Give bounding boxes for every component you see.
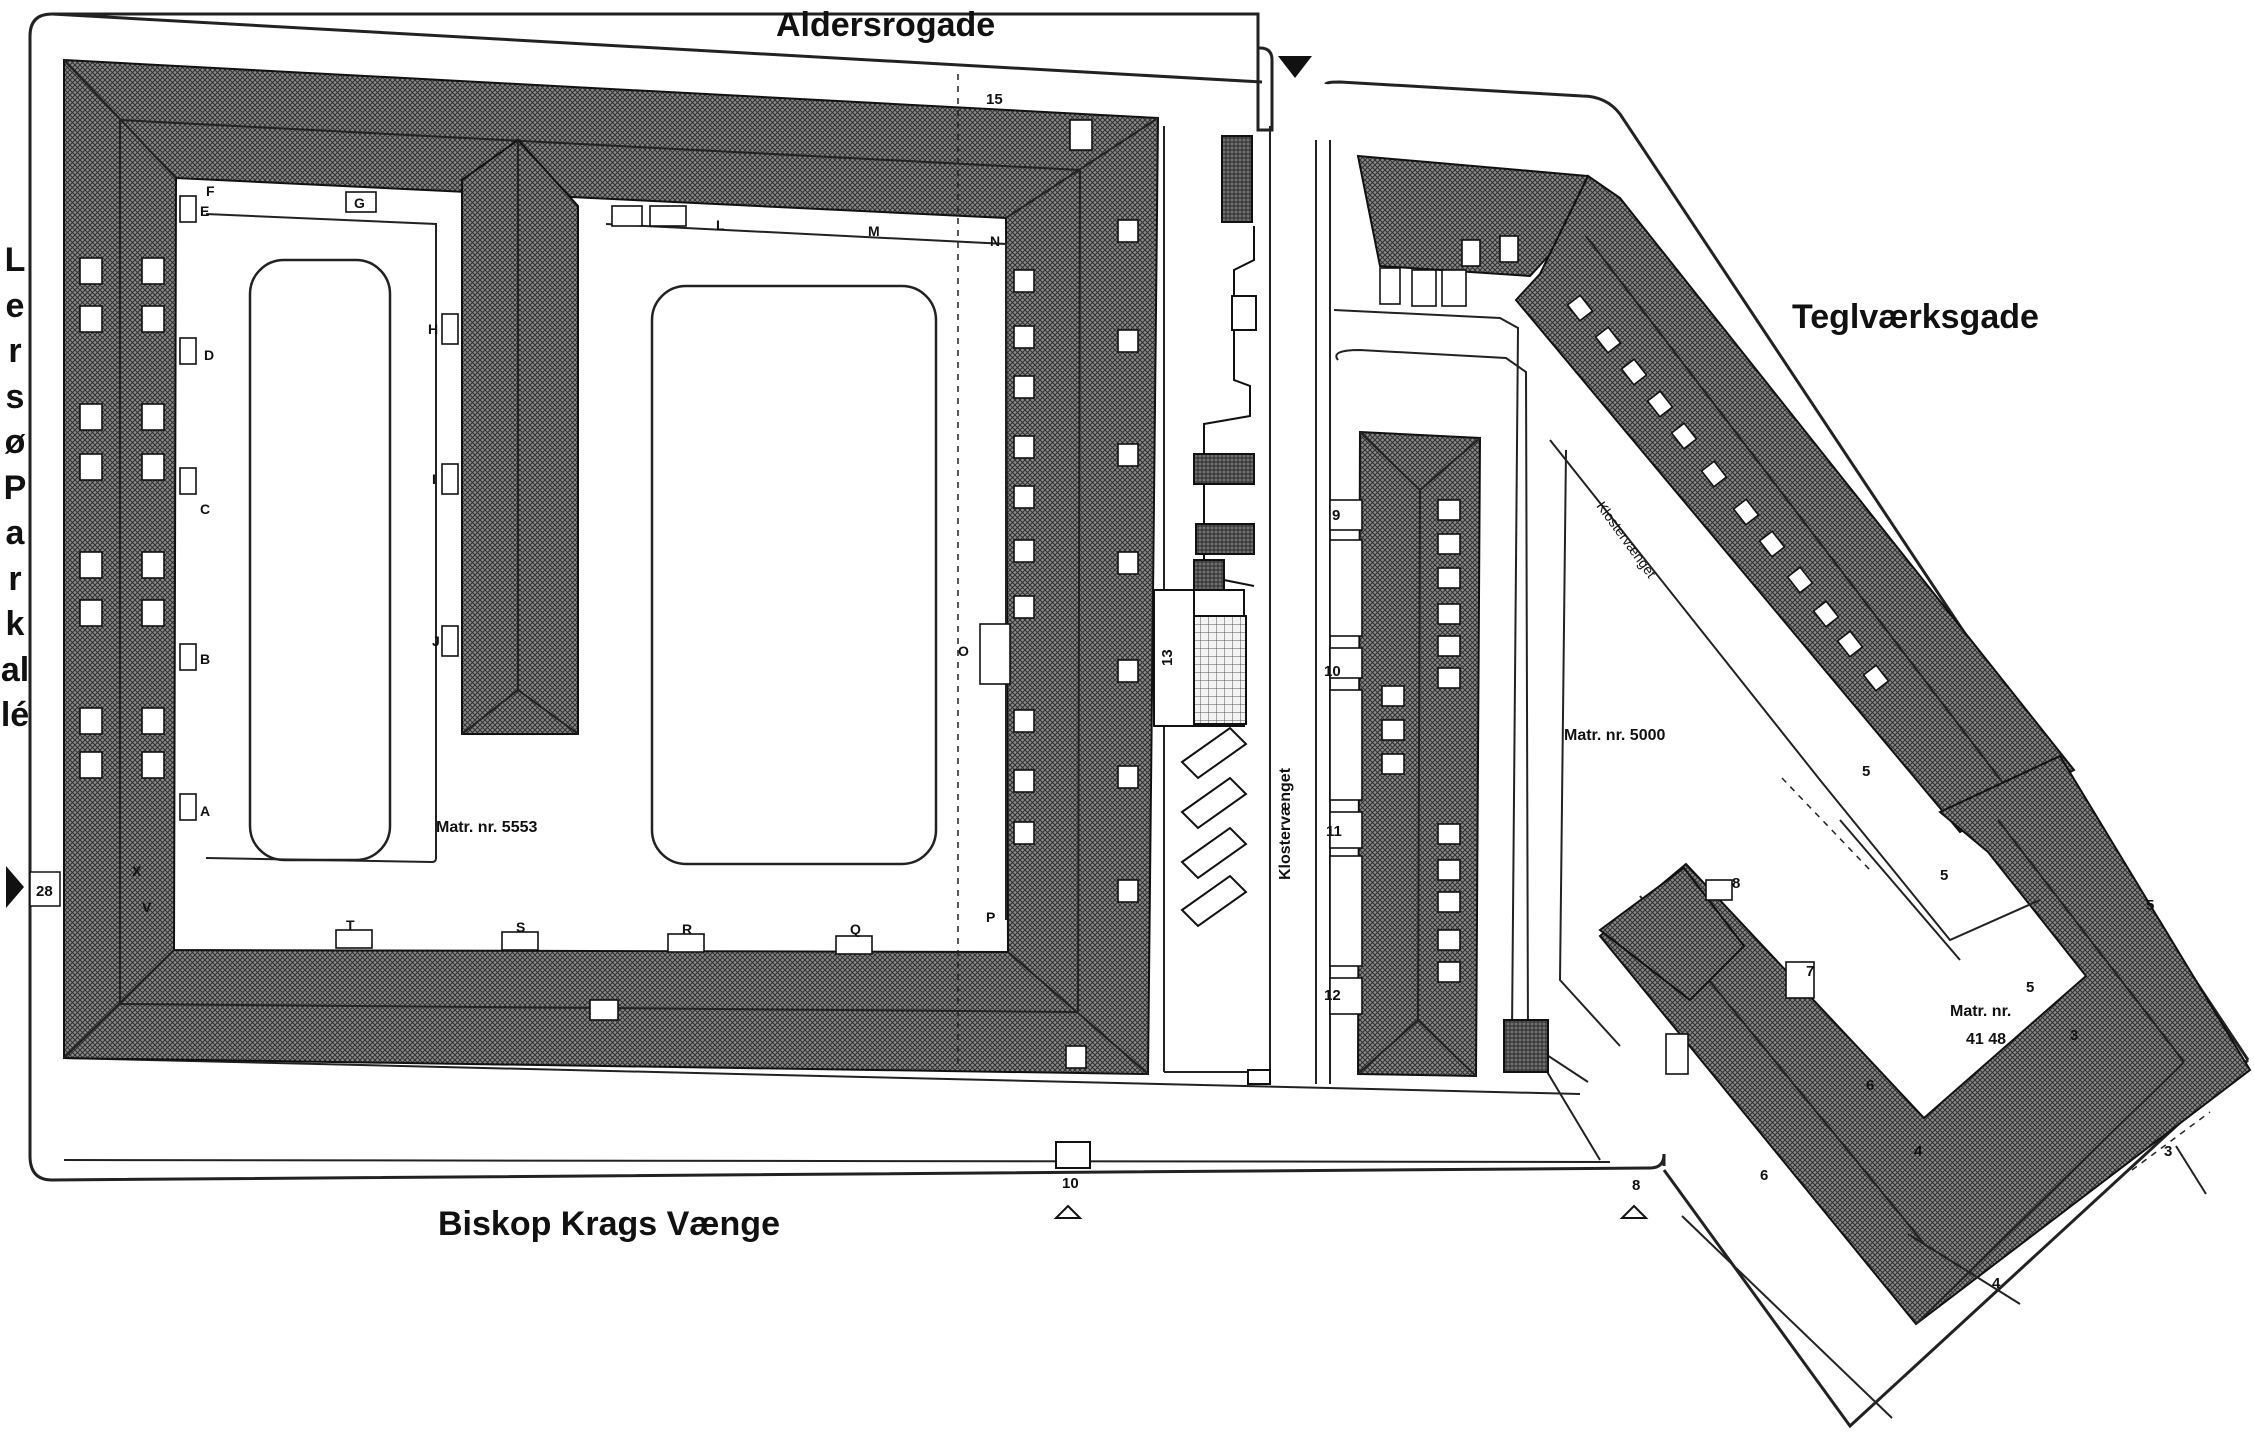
- lane-shed: [1503, 1019, 1549, 1073]
- number-5d: 5: [2026, 979, 2034, 996]
- number-12: 12: [1324, 987, 1341, 1004]
- klostervaenget-bays: [1329, 499, 1461, 1015]
- entrance-letter-m: M: [868, 223, 880, 239]
- number-4a: 4: [1914, 1143, 1923, 1160]
- number-9: 9: [1332, 507, 1340, 524]
- east-property-lines: [1549, 439, 2207, 1419]
- property-outline: [28, 12, 1666, 1182]
- street-label-lersoe-parkalle: Lersø Parkallé: [0, 241, 30, 734]
- number-11: 11: [1326, 823, 1342, 840]
- matr-4148-building: [1598, 754, 2252, 1326]
- street-label-aldersrogade: Aldersrogade: [776, 6, 996, 44]
- entrance-letter-j: J: [432, 633, 440, 649]
- entrance-letter-c: C: [200, 501, 210, 517]
- entrance-letter-s: S: [516, 919, 525, 935]
- entrance-letter-a: A: [200, 803, 210, 819]
- lane-structures: [1153, 135, 1271, 1085]
- entrance-letter-g: G: [354, 195, 365, 211]
- south-marker-10: [1053, 1204, 1083, 1219]
- entrance-letter-t: T: [346, 917, 355, 933]
- street-label-biskop-krags-vaenge: Biskop Krags Vænge: [438, 1205, 780, 1243]
- south-marker-8: [1619, 1204, 1649, 1219]
- entrance-letter-f: F: [206, 183, 215, 199]
- entrance-letter-h: H: [428, 321, 438, 337]
- number-8-east: 8: [1732, 875, 1740, 892]
- number-6a: 6: [1866, 1077, 1874, 1094]
- walkway-label-vertical: Klostervænget: [1277, 767, 1294, 880]
- entrance-letter-x: X: [132, 863, 142, 879]
- entrance-letter-b: B: [200, 651, 210, 667]
- entrance-letters: A B C D EF G H I J L M N O P Q R S T V X: [132, 183, 1000, 937]
- diagonal-wing: [1598, 866, 1746, 1002]
- number-8-south: 8: [1632, 1177, 1640, 1194]
- number-3b: 3: [2164, 1143, 2172, 1160]
- street-label-teglvaerksgade: Teglværksgade: [1792, 298, 2039, 336]
- entrance-letter-p: P: [986, 909, 995, 925]
- lot-label-4148-line1: Matr. nr.: [1950, 1003, 2011, 1020]
- lot-boundaries: [957, 74, 2211, 1171]
- entrance-letter-r: R: [682, 921, 692, 937]
- number-10b: 10: [1324, 663, 1341, 680]
- number-28: 28: [36, 883, 53, 900]
- lot-label-5553: Matr. nr. 5553: [436, 819, 537, 836]
- north-entrance-marker: [1278, 56, 1312, 78]
- number-3a: 3: [2070, 1027, 2078, 1044]
- number-7: 7: [1806, 963, 1814, 980]
- courtyards: [205, 213, 1007, 940]
- entrance-letter-n: N: [990, 233, 1000, 249]
- gate-10: [1055, 1141, 1091, 1169]
- lot-label-5000: Matr. nr. 5000: [1564, 727, 1665, 744]
- west-block-outline: [52, 12, 1274, 132]
- number-4b: 4: [1992, 1275, 2001, 1292]
- middle-wing-roof: [461, 138, 579, 735]
- entrance-letter-d: D: [204, 347, 214, 363]
- teglvaerksgade-dormers: [1566, 294, 1890, 692]
- dormers: [79, 119, 1139, 1069]
- number-5a: 5: [1862, 763, 1870, 780]
- number-5b: 5: [1940, 867, 1948, 884]
- entrance-letter-i: I: [432, 471, 436, 487]
- walkway-label-diagonal: Klostervænget: [1594, 498, 1660, 581]
- entrance-letter-l: L: [716, 217, 725, 233]
- entrance-letter-q: Q: [850, 921, 861, 937]
- number-5c: 5: [2146, 897, 2154, 914]
- gate-28: [29, 871, 61, 907]
- lot-label-4148-line2: 41 48: [1966, 1031, 2006, 1048]
- entrance-letter-e: E: [200, 203, 209, 219]
- number-6b: 6: [1760, 1167, 1768, 1184]
- number-15: 15: [986, 91, 1003, 108]
- west-entrance-marker: [6, 866, 24, 908]
- teglvaerksgade-building: [1514, 174, 2076, 834]
- house-numbers: 15 28 13 10 8 8 9 10 11 12 7 5 5 5 5 3 3…: [36, 91, 2172, 1292]
- entrance-letter-v: V: [142, 899, 152, 915]
- number-13: 13: [1159, 649, 1176, 666]
- entrance-letter-o: O: [958, 643, 969, 659]
- number-10: 10: [1062, 1175, 1079, 1192]
